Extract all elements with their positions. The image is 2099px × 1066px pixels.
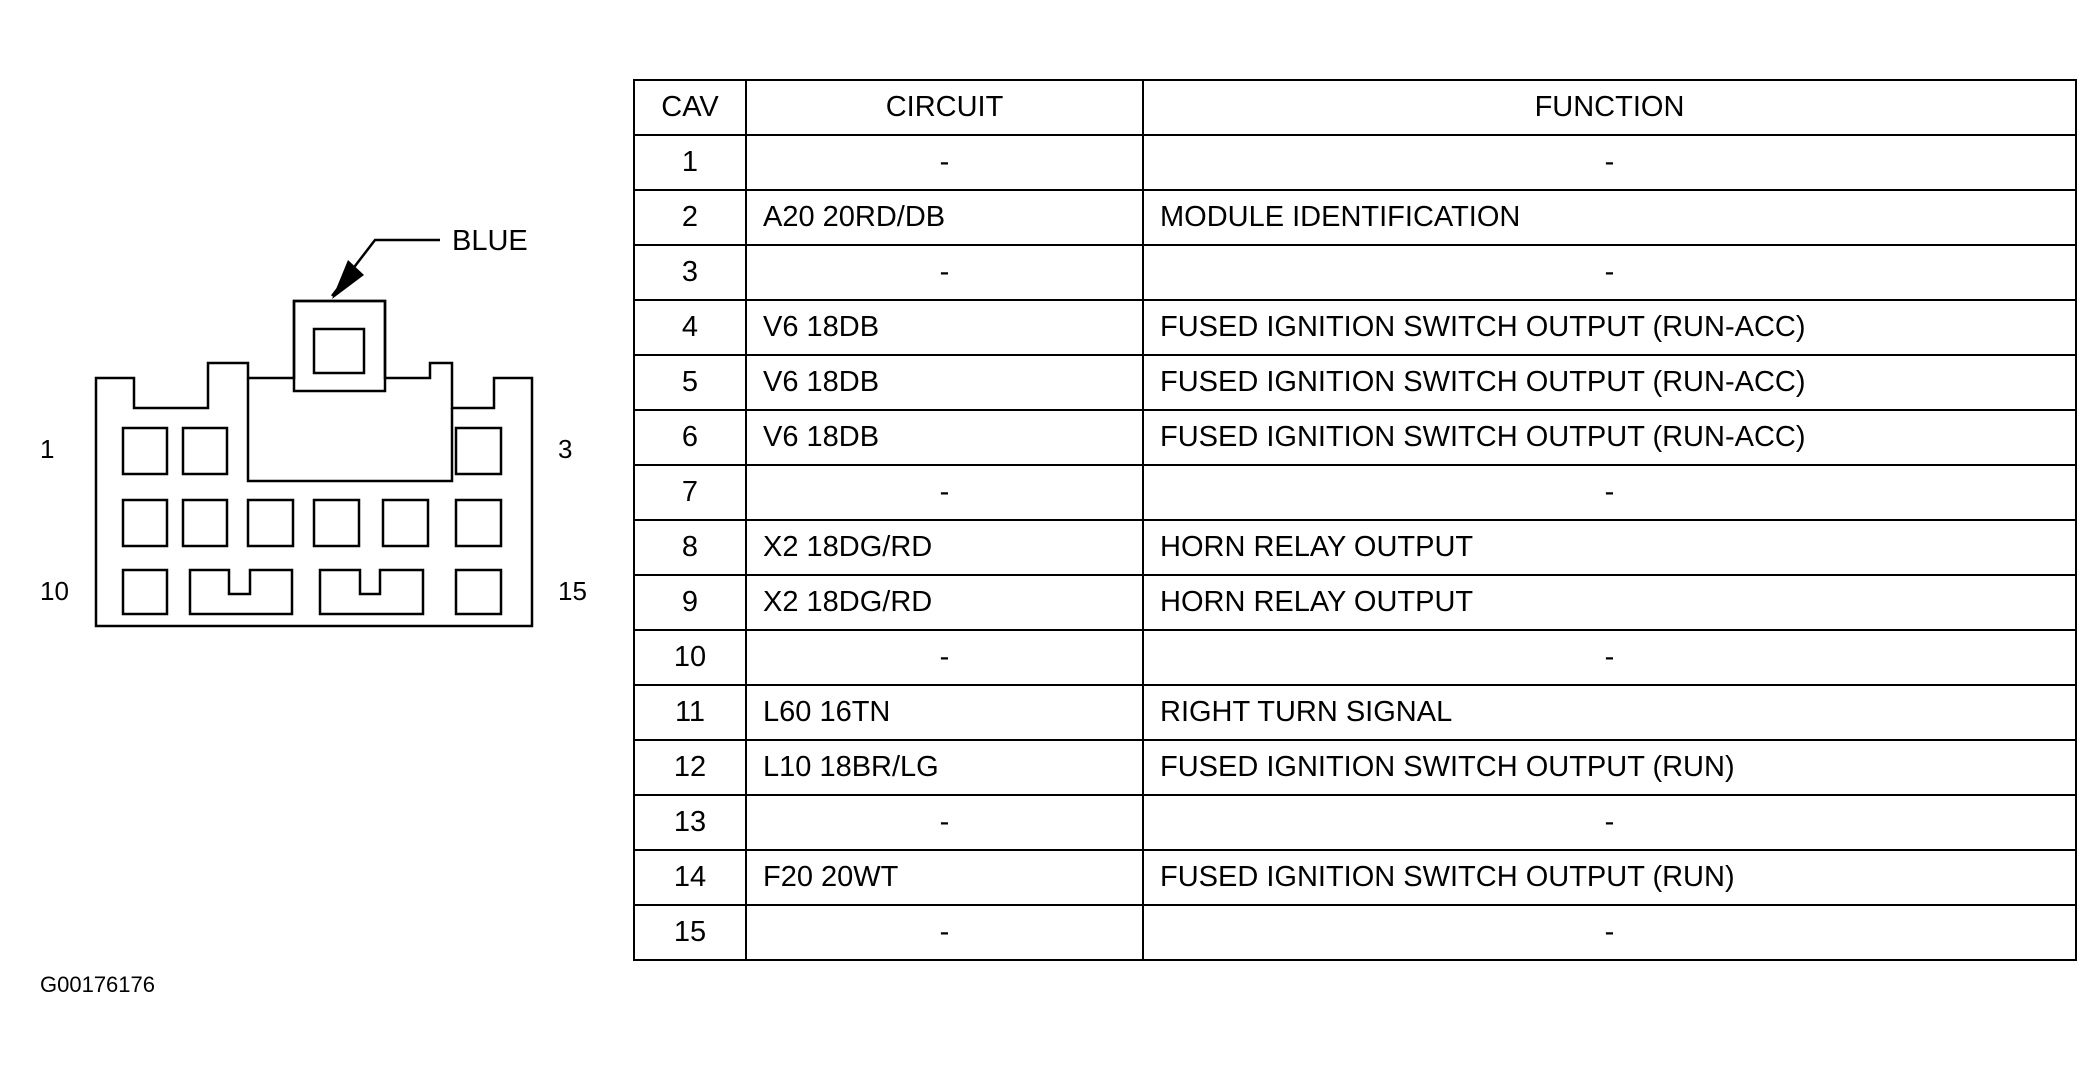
function-cell: HORN RELAY OUTPUT	[1142, 574, 2077, 631]
circuit-cell: V6 18DB	[745, 299, 1144, 356]
pin-label-3: 3	[558, 434, 572, 464]
cav-cell: 6	[633, 409, 747, 466]
table-row: 10--	[633, 629, 2077, 686]
cav-cell: 12	[633, 739, 747, 796]
function-cell: FUSED IGNITION SWITCH OUTPUT (RUN-ACC)	[1142, 299, 2077, 356]
table-row: 1--	[633, 134, 2077, 191]
cavity-8	[381, 498, 430, 548]
keyway	[246, 378, 454, 483]
circuit-cell: -	[745, 629, 1144, 686]
function-cell: FUSED IGNITION SWITCH OUTPUT (RUN-ACC)	[1142, 354, 2077, 411]
cav-cell: 5	[633, 354, 747, 411]
locking-tab-latch	[312, 327, 366, 375]
function-cell: MODULE IDENTIFICATION	[1142, 189, 2077, 246]
function-cell: FUSED IGNITION SWITCH OUTPUT (RUN-ACC)	[1142, 409, 2077, 466]
circuit-cell: A20 20RD/DB	[745, 189, 1144, 246]
circuit-cell: V6 18DB	[745, 409, 1144, 466]
cavity-6	[246, 498, 295, 548]
table-row: 13--	[633, 794, 2077, 851]
circuit-cell: L10 18BR/LG	[745, 739, 1144, 796]
header-circuit: CIRCUIT	[745, 79, 1144, 136]
function-cell: -	[1142, 464, 2077, 521]
function-cell: RIGHT TURN SIGNAL	[1142, 684, 2077, 741]
cavity-7	[312, 498, 361, 548]
cavity-11-12	[188, 568, 294, 616]
circuit-cell: -	[745, 134, 1144, 191]
pin-label-15: 15	[558, 576, 587, 606]
cavity-13-14	[318, 568, 425, 616]
cavity-5	[181, 498, 229, 548]
cav-cell: 10	[633, 629, 747, 686]
function-cell: -	[1142, 134, 2077, 191]
cav-cell: 2	[633, 189, 747, 246]
cav-cell: 13	[633, 794, 747, 851]
cav-cell: 7	[633, 464, 747, 521]
table-header-row: CAV CIRCUIT FUNCTION	[633, 79, 2077, 136]
circuit-cell: -	[745, 244, 1144, 301]
header-function: FUNCTION	[1142, 79, 2077, 136]
circuit-cell: V6 18DB	[745, 354, 1144, 411]
connector-diagram: BLUE 1 3 10 15	[40, 225, 587, 628]
function-cell: FUSED IGNITION SWITCH OUTPUT (RUN)	[1142, 739, 2077, 796]
cav-cell: 14	[633, 849, 747, 906]
function-cell: HORN RELAY OUTPUT	[1142, 519, 2077, 576]
cavity-3	[454, 426, 503, 476]
circuit-cell: L60 16TN	[745, 684, 1144, 741]
table-row: 3--	[633, 244, 2077, 301]
pin-label-10: 10	[40, 576, 69, 606]
cavity-15	[454, 568, 503, 616]
table-row: 15--	[633, 904, 2077, 961]
cavity-1	[121, 426, 169, 476]
cavity-2	[181, 426, 229, 476]
connector-color-label: BLUE	[452, 225, 528, 257]
function-cell: -	[1142, 629, 2077, 686]
header-cav: CAV	[633, 79, 747, 136]
circuit-cell: -	[745, 904, 1144, 961]
function-cell: -	[1142, 244, 2077, 301]
circuit-cell: -	[745, 464, 1144, 521]
arrow-head-icon	[332, 260, 364, 299]
cav-cell: 9	[633, 574, 747, 631]
cavity-4	[121, 498, 169, 548]
figure-id: G00176176	[40, 972, 155, 997]
cav-cell: 8	[633, 519, 747, 576]
pin-label-1: 1	[40, 434, 54, 464]
circuit-cell: -	[745, 794, 1144, 851]
cav-cell: 1	[633, 134, 747, 191]
cav-cell: 11	[633, 684, 747, 741]
cav-cell: 15	[633, 904, 747, 961]
function-cell: FUSED IGNITION SWITCH OUTPUT (RUN)	[1142, 849, 2077, 906]
function-cell: -	[1142, 904, 2077, 961]
cavity-9	[454, 498, 503, 548]
circuit-cell: F20 20WT	[745, 849, 1144, 906]
locking-tab	[292, 299, 387, 393]
circuit-cell: X2 18DG/RD	[745, 519, 1144, 576]
cav-cell: 4	[633, 299, 747, 356]
function-cell: -	[1142, 794, 2077, 851]
cav-cell: 3	[633, 244, 747, 301]
cavity-10	[121, 568, 169, 616]
table-row: 7--	[633, 464, 2077, 521]
circuit-cell: X2 18DG/RD	[745, 574, 1144, 631]
